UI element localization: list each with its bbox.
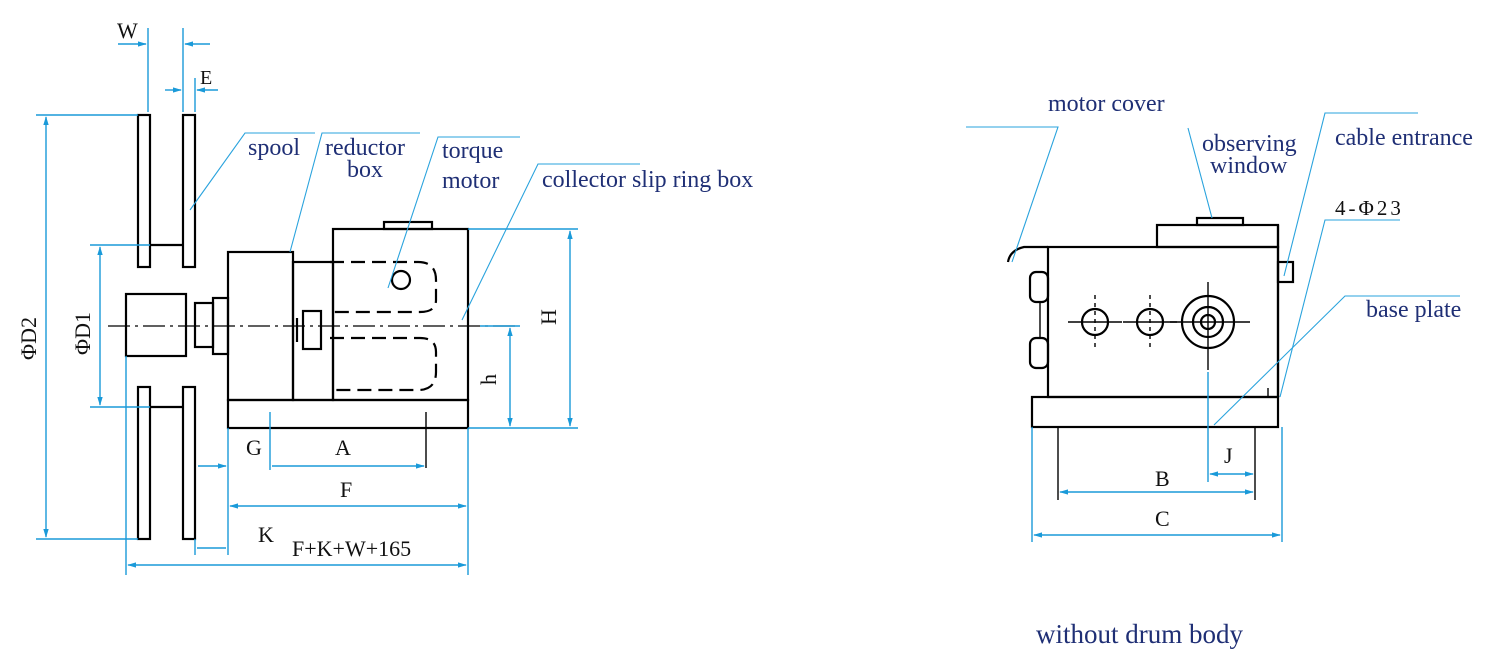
base-plate-label: base plate: [1366, 297, 1461, 323]
cable-entrance-label: cable entrance: [1335, 125, 1473, 151]
dim-d2-label: ΦD2: [16, 317, 41, 360]
dim-d1-label: ΦD1: [70, 312, 95, 355]
torque-motor-label-line1: torque: [442, 138, 503, 164]
holes-label: 4-Φ23: [1335, 196, 1404, 220]
dim-h-lower-label: h: [476, 374, 501, 385]
base-drawing: [226, 398, 470, 430]
observing-window-label-line1: observing: [1202, 131, 1297, 157]
dim-g-label: G: [246, 435, 262, 460]
front-view: motor cover observing window cable entra…: [966, 91, 1473, 649]
dim-h-upper-label: H: [536, 309, 561, 325]
observing-window-label-line2: window: [1210, 153, 1288, 179]
dim-k-label: K: [258, 522, 274, 547]
dim-e-label: E: [200, 67, 212, 89]
dim-f-label: F: [340, 477, 352, 502]
reductor-box-label-line2: box: [347, 157, 383, 183]
spool-label: spool: [248, 135, 300, 161]
observing-window-drawing: [1195, 216, 1245, 227]
cable-entrance-drawing: [1276, 260, 1295, 284]
front-leader-lines: [966, 112, 1460, 426]
dim-b-label: B: [1155, 466, 1170, 491]
reductor-box-drawing: [226, 250, 335, 402]
dim-c-label: C: [1155, 506, 1170, 531]
left-bump-upper: [1028, 270, 1050, 304]
dim-j-label: J: [1224, 443, 1233, 468]
motor-cover-drawing: [1006, 245, 1048, 263]
reductor-box-label-line1: reductor: [325, 135, 405, 161]
spool-drawing: [124, 113, 230, 541]
caption-label: without drum body: [1036, 619, 1243, 649]
motor-cover-label: motor cover: [1048, 91, 1165, 117]
left-bump-lower: [1028, 336, 1050, 370]
front-dimension-lines: [1031, 372, 1283, 542]
torque-motor-label-line2: motor: [442, 168, 499, 194]
torque-motor-drawing: [295, 220, 470, 402]
dim-total-label: F+K+W+165: [292, 536, 411, 561]
collector-slip-ring-box-label: collector slip ring box: [542, 167, 753, 193]
shaft-circles: [1068, 282, 1250, 370]
side-dimension-lines: [36, 28, 578, 575]
top-box-drawing: [1155, 223, 1280, 249]
dim-w-label: W: [117, 18, 138, 43]
base-plate-drawing: [1030, 395, 1280, 429]
dim-a-label: A: [335, 435, 351, 460]
side-leader-lines: [189, 132, 640, 321]
side-view: spool reductor box torque motor collecto…: [16, 18, 753, 575]
